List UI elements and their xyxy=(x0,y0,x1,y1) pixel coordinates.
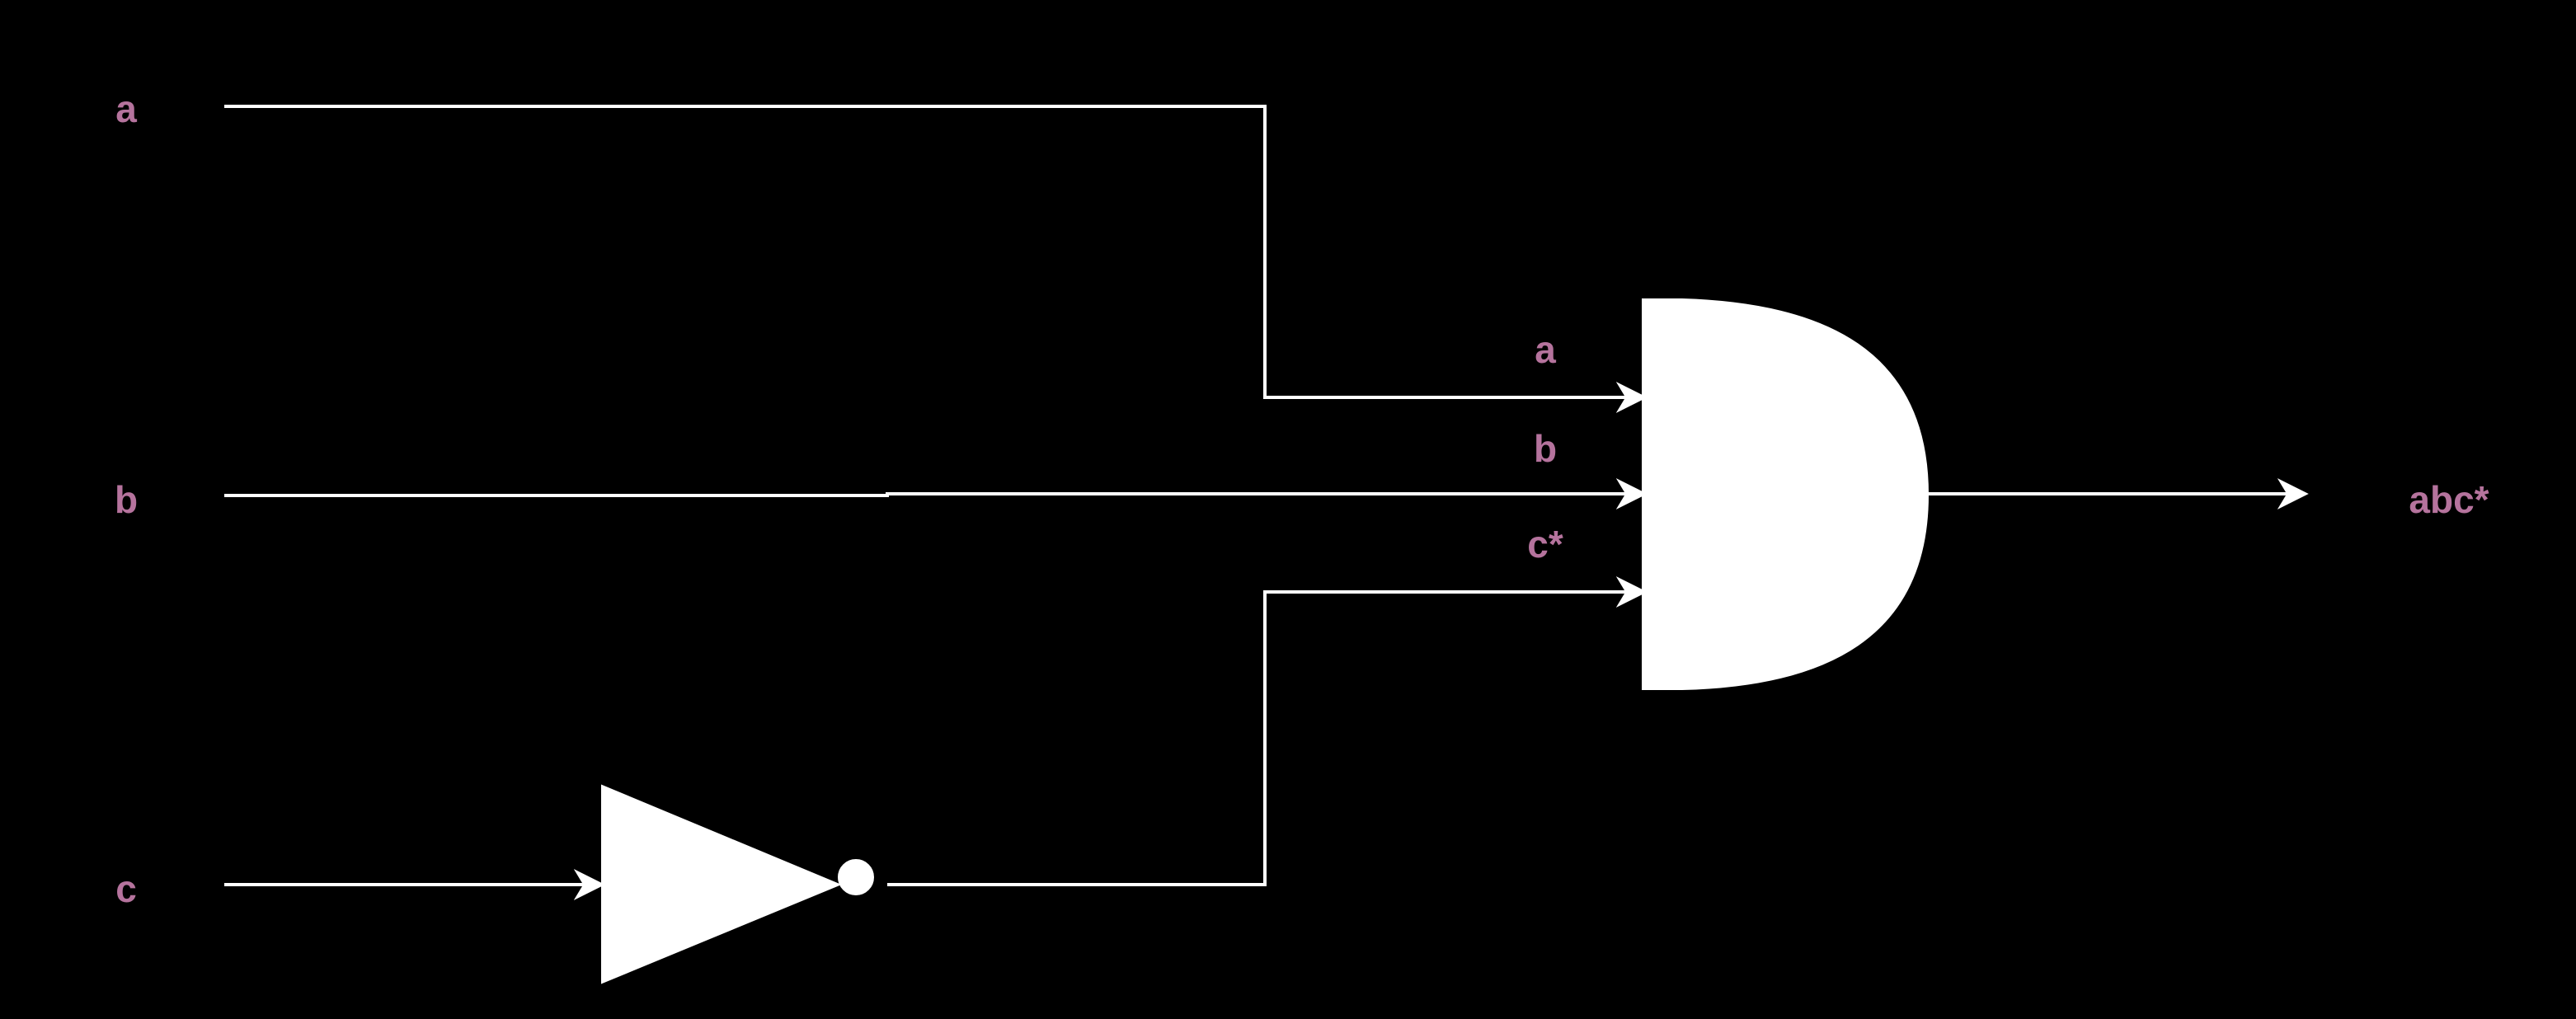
output-label: abc* xyxy=(2409,478,2489,521)
wire-c-not xyxy=(887,576,1648,886)
input-label-a: a xyxy=(115,87,137,130)
input-label-b: b xyxy=(115,478,138,521)
and-input-label-b: b xyxy=(1534,427,1557,470)
wire-a xyxy=(224,105,1648,413)
and-input-label-c-not: c* xyxy=(1527,523,1563,566)
input-label-c: c xyxy=(115,867,137,910)
not-gate xyxy=(601,784,842,984)
not-gate-inversion-bubble xyxy=(838,859,874,895)
and-input-label-a: a xyxy=(1535,328,1556,371)
wire-b xyxy=(224,478,1648,510)
and-gate xyxy=(1642,298,1930,690)
